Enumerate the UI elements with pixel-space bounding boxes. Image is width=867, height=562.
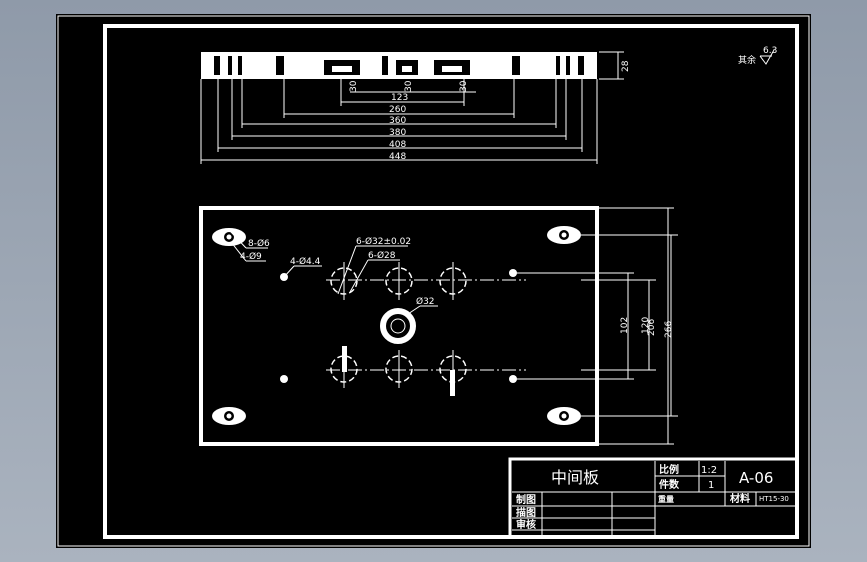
cad-drawing: 其余 6.3 28 30 3 bbox=[57, 15, 810, 547]
slot-mark bbox=[342, 346, 347, 372]
part-name: 中间板 bbox=[551, 468, 599, 487]
row-drawn: 制图 bbox=[516, 493, 536, 506]
section-view: 28 30 30 30 123 260 360 380 408 448 bbox=[200, 51, 631, 164]
surface-finish-symbol: 其余 6.3 bbox=[738, 46, 777, 66]
callout-4-d9: 4-Ø9 bbox=[240, 251, 262, 262]
weight-label: 重量 bbox=[658, 494, 674, 504]
pocket-label-2: 30 bbox=[404, 80, 414, 92]
dim-360: 360 bbox=[389, 116, 406, 126]
plate-outline bbox=[199, 206, 599, 446]
thickness-dim: 28 bbox=[621, 60, 631, 72]
drawing-viewport[interactable]: 其余 6.3 28 30 3 bbox=[56, 14, 811, 548]
vdim-206: 206 bbox=[647, 319, 657, 336]
vertical-dimensions bbox=[516, 207, 678, 445]
horizontal-dimensions: 123 260 360 380 408 448 bbox=[200, 79, 598, 164]
dim-260: 260 bbox=[389, 105, 406, 115]
scale-value: 1:2 bbox=[701, 465, 717, 476]
pocket-label-1: 30 bbox=[349, 80, 359, 92]
corner-hole-icon bbox=[212, 407, 246, 425]
corner-holes bbox=[212, 226, 581, 425]
small-hole-icon bbox=[280, 375, 288, 383]
corner-hole-icon bbox=[212, 228, 246, 246]
plan-view: 8-Ø6 4-Ø9 4-Ø4.4 6-Ø32±0.02 6-Ø28 Ø32 10… bbox=[199, 206, 678, 446]
roughness-check-icon bbox=[759, 49, 775, 65]
small-hole-icon bbox=[509, 269, 517, 277]
dim-408: 408 bbox=[389, 140, 406, 150]
callout-6-d28: 6-Ø28 bbox=[368, 250, 396, 261]
corner-hole-icon bbox=[547, 407, 581, 425]
drawing-border bbox=[103, 24, 799, 539]
callout-center-d32: Ø32 bbox=[416, 296, 435, 307]
corner-hole-icon bbox=[547, 226, 581, 244]
outer-frame bbox=[57, 15, 810, 547]
title-block: 中间板 比例 1:2 件数 1 A-06 重量 材料 HT15-30 制图 描图… bbox=[508, 457, 799, 539]
dim-448: 448 bbox=[389, 152, 406, 162]
callout-6-d32: 6-Ø32±0.02 bbox=[356, 236, 411, 247]
slot-mark bbox=[450, 370, 455, 396]
qty-label: 件数 bbox=[659, 478, 680, 491]
callout-8-d6: 8-Ø6 bbox=[248, 238, 270, 249]
surface-finish-value: 6.3 bbox=[763, 46, 777, 56]
dim-380: 380 bbox=[389, 128, 406, 138]
row-checked: 审核 bbox=[516, 518, 536, 531]
small-hole-icon bbox=[509, 375, 517, 383]
drawing-number: A-06 bbox=[739, 469, 773, 487]
surface-finish-prefix: 其余 bbox=[738, 54, 756, 66]
dim-123: 123 bbox=[391, 93, 408, 103]
qty-value: 1 bbox=[708, 480, 714, 491]
material-label: 材料 bbox=[730, 492, 750, 505]
callout-4-d4: 4-Ø4.4 bbox=[290, 256, 321, 267]
row-traced: 描图 bbox=[516, 506, 536, 519]
vdim-120: 120 bbox=[641, 317, 651, 334]
vdim-102: 102 bbox=[620, 317, 630, 334]
scale-label: 比例 bbox=[659, 463, 679, 476]
center-bushing-icon bbox=[380, 308, 416, 344]
material-value: HT15-30 bbox=[759, 495, 789, 503]
vdim-266: 266 bbox=[664, 321, 674, 338]
